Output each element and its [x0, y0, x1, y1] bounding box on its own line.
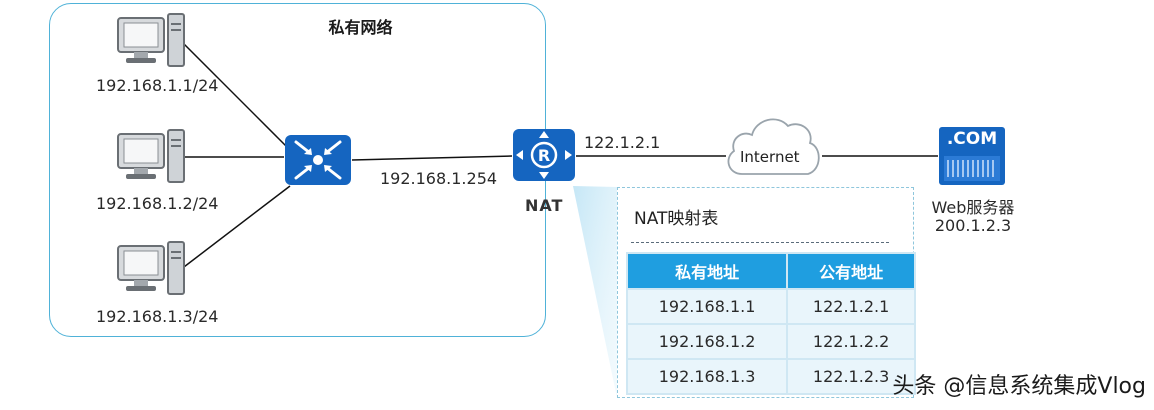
private-address-cell: 192.168.1.1 [625, 288, 789, 325]
desktop-pc-icon [117, 129, 185, 183]
server-badge: .COM [946, 129, 998, 149]
public-address-cell: 122.1.2.3 [786, 358, 916, 395]
desktop-pc-icon [117, 13, 185, 67]
nat-inside-ip: 192.168.1.254 [380, 169, 498, 188]
nat-mapping-table: 私有地址 公有地址 192.168.1.1 122.1.2.1 192.168.… [625, 252, 916, 395]
table-row: 192.168.1.2 122.1.2.2 [625, 323, 916, 360]
host-ip-label: 192.168.1.2/24 [96, 194, 219, 213]
nat-outside-ip: 122.1.2.1 [584, 133, 661, 152]
router-icon: R [513, 129, 575, 181]
nat-table-title: NAT映射表 [634, 209, 719, 229]
link-host3-switch [179, 185, 291, 271]
nat-table-divider [631, 242, 889, 243]
host-ip-label: 192.168.1.3/24 [96, 307, 219, 326]
table-row: 192.168.1.1 122.1.2.1 [625, 288, 916, 325]
column-header: 公有地址 [786, 252, 916, 290]
table-header-row: 私有地址 公有地址 [625, 252, 916, 290]
cloud-icon [727, 118, 820, 175]
public-address-cell: 122.1.2.1 [786, 288, 916, 325]
server-ip-label: 200.1.2.3 [934, 216, 1012, 235]
link-host1-switch [179, 39, 289, 149]
svg-text:R: R [538, 146, 550, 165]
switch-icon [285, 135, 351, 185]
private-network-title: 私有网络 [328, 18, 393, 37]
cloud-label: Internet [740, 148, 800, 166]
column-header: 私有地址 [625, 252, 789, 290]
table-row: 192.168.1.3 122.1.2.3 [625, 358, 916, 395]
watermark: 头条 @信息系统集成Vlog [892, 374, 1146, 399]
web-server-icon [939, 127, 1005, 185]
public-address-cell: 122.1.2.2 [786, 323, 916, 360]
desktop-pc-icon [117, 241, 185, 295]
private-address-cell: 192.168.1.2 [625, 323, 789, 360]
server-name-label: Web服务器 [931, 198, 1015, 217]
host-ip-label: 192.168.1.1/24 [96, 76, 219, 95]
nat-device-label: NAT [525, 196, 564, 215]
nat-callout-beam [573, 186, 617, 398]
link-switch-nat [351, 155, 513, 161]
private-address-cell: 192.168.1.3 [625, 358, 789, 395]
